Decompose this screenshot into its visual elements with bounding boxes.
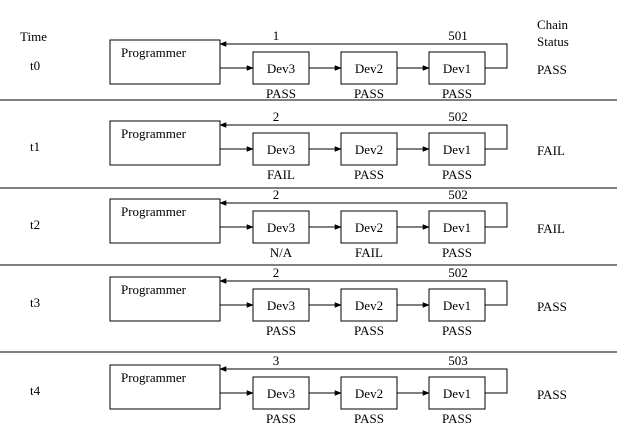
- return-arrow: [219, 366, 508, 394]
- counter-left: 3: [273, 353, 280, 368]
- device-status: PASS: [442, 411, 472, 426]
- device-box: [252, 210, 310, 244]
- device-status: FAIL: [355, 245, 383, 260]
- time-label: t1: [30, 139, 40, 154]
- counter-right: 503: [448, 353, 468, 368]
- device-box: [428, 132, 486, 166]
- programmer-label: Programmer: [121, 126, 187, 141]
- programmer-box: [109, 39, 221, 85]
- device-label: Dev3: [267, 220, 295, 235]
- device-status: PASS: [442, 167, 472, 182]
- return-arrow: [219, 200, 508, 228]
- return-arrow: [219, 278, 508, 306]
- device-box: [428, 376, 486, 410]
- chain-status-header-line1: Chain: [537, 17, 569, 32]
- counter-right: 502: [448, 265, 468, 280]
- device-label: Dev2: [355, 298, 383, 313]
- device-box: [340, 210, 398, 244]
- counter-right: 502: [448, 187, 468, 202]
- device-label: Dev1: [443, 61, 471, 76]
- programmer-label: Programmer: [121, 370, 187, 385]
- device-status: PASS: [266, 411, 296, 426]
- device-status: PASS: [354, 167, 384, 182]
- counter-left: 2: [273, 265, 280, 280]
- programmer-box: [109, 198, 221, 244]
- device-label: Dev2: [355, 220, 383, 235]
- counter-left: 2: [273, 187, 280, 202]
- device-label: Dev3: [267, 298, 295, 313]
- device-label: Dev2: [355, 386, 383, 401]
- device-box: [252, 288, 310, 322]
- return-arrow: [219, 122, 508, 150]
- chain-status: PASS: [537, 299, 567, 314]
- device-label: Dev3: [267, 386, 295, 401]
- time-label: t2: [30, 217, 40, 232]
- time-label: t3: [30, 295, 40, 310]
- device-box: [340, 288, 398, 322]
- device-label: Dev1: [443, 386, 471, 401]
- chain-status-header-line2: Status: [537, 34, 569, 49]
- chain-status: PASS: [537, 387, 567, 402]
- device-status: FAIL: [267, 167, 295, 182]
- device-box: [252, 51, 310, 85]
- time-header: Time: [20, 29, 47, 44]
- device-label: Dev3: [267, 61, 295, 76]
- programmer-label: Programmer: [121, 45, 187, 60]
- return-arrow: [219, 41, 508, 69]
- counter-right: 502: [448, 109, 468, 124]
- device-box: [340, 51, 398, 85]
- counter-left: 2: [273, 109, 280, 124]
- device-status: PASS: [442, 86, 472, 101]
- device-label: Dev1: [443, 142, 471, 157]
- device-status: PASS: [442, 323, 472, 338]
- device-status: PASS: [266, 323, 296, 338]
- programmer-label: Programmer: [121, 282, 187, 297]
- device-label: Dev2: [355, 61, 383, 76]
- device-label: Dev3: [267, 142, 295, 157]
- device-status: PASS: [354, 323, 384, 338]
- device-status: PASS: [354, 86, 384, 101]
- device-label: Dev1: [443, 298, 471, 313]
- programmer-box: [109, 364, 221, 410]
- programmer-box: [109, 276, 221, 322]
- time-label: t0: [30, 58, 40, 73]
- device-status: PASS: [354, 411, 384, 426]
- device-label: Dev2: [355, 142, 383, 157]
- device-box: [340, 132, 398, 166]
- programmer-box: [109, 120, 221, 166]
- device-box: [252, 376, 310, 410]
- chain-status: PASS: [537, 62, 567, 77]
- device-status: N/A: [270, 245, 293, 260]
- device-status: PASS: [266, 86, 296, 101]
- device-box: [252, 132, 310, 166]
- counter-right: 501: [448, 28, 468, 43]
- counter-left: 1: [273, 28, 280, 43]
- device-status: PASS: [442, 245, 472, 260]
- chain-status: FAIL: [537, 143, 565, 158]
- programmer-label: Programmer: [121, 204, 187, 219]
- time-label: t4: [30, 383, 41, 398]
- device-box: [340, 376, 398, 410]
- chain-status: FAIL: [537, 221, 565, 236]
- device-label: Dev1: [443, 220, 471, 235]
